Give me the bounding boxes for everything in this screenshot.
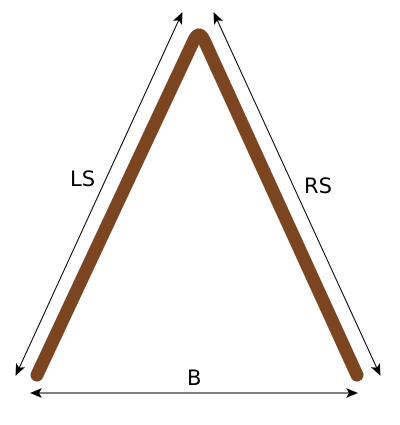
- base-label: B: [187, 366, 201, 390]
- left-side-arrow: [15, 12, 183, 376]
- right-side-label: RS: [304, 174, 332, 198]
- boomerang-shape: [30, 28, 364, 382]
- right-side-arrow: [213, 12, 381, 376]
- left-side-label: LS: [70, 167, 95, 191]
